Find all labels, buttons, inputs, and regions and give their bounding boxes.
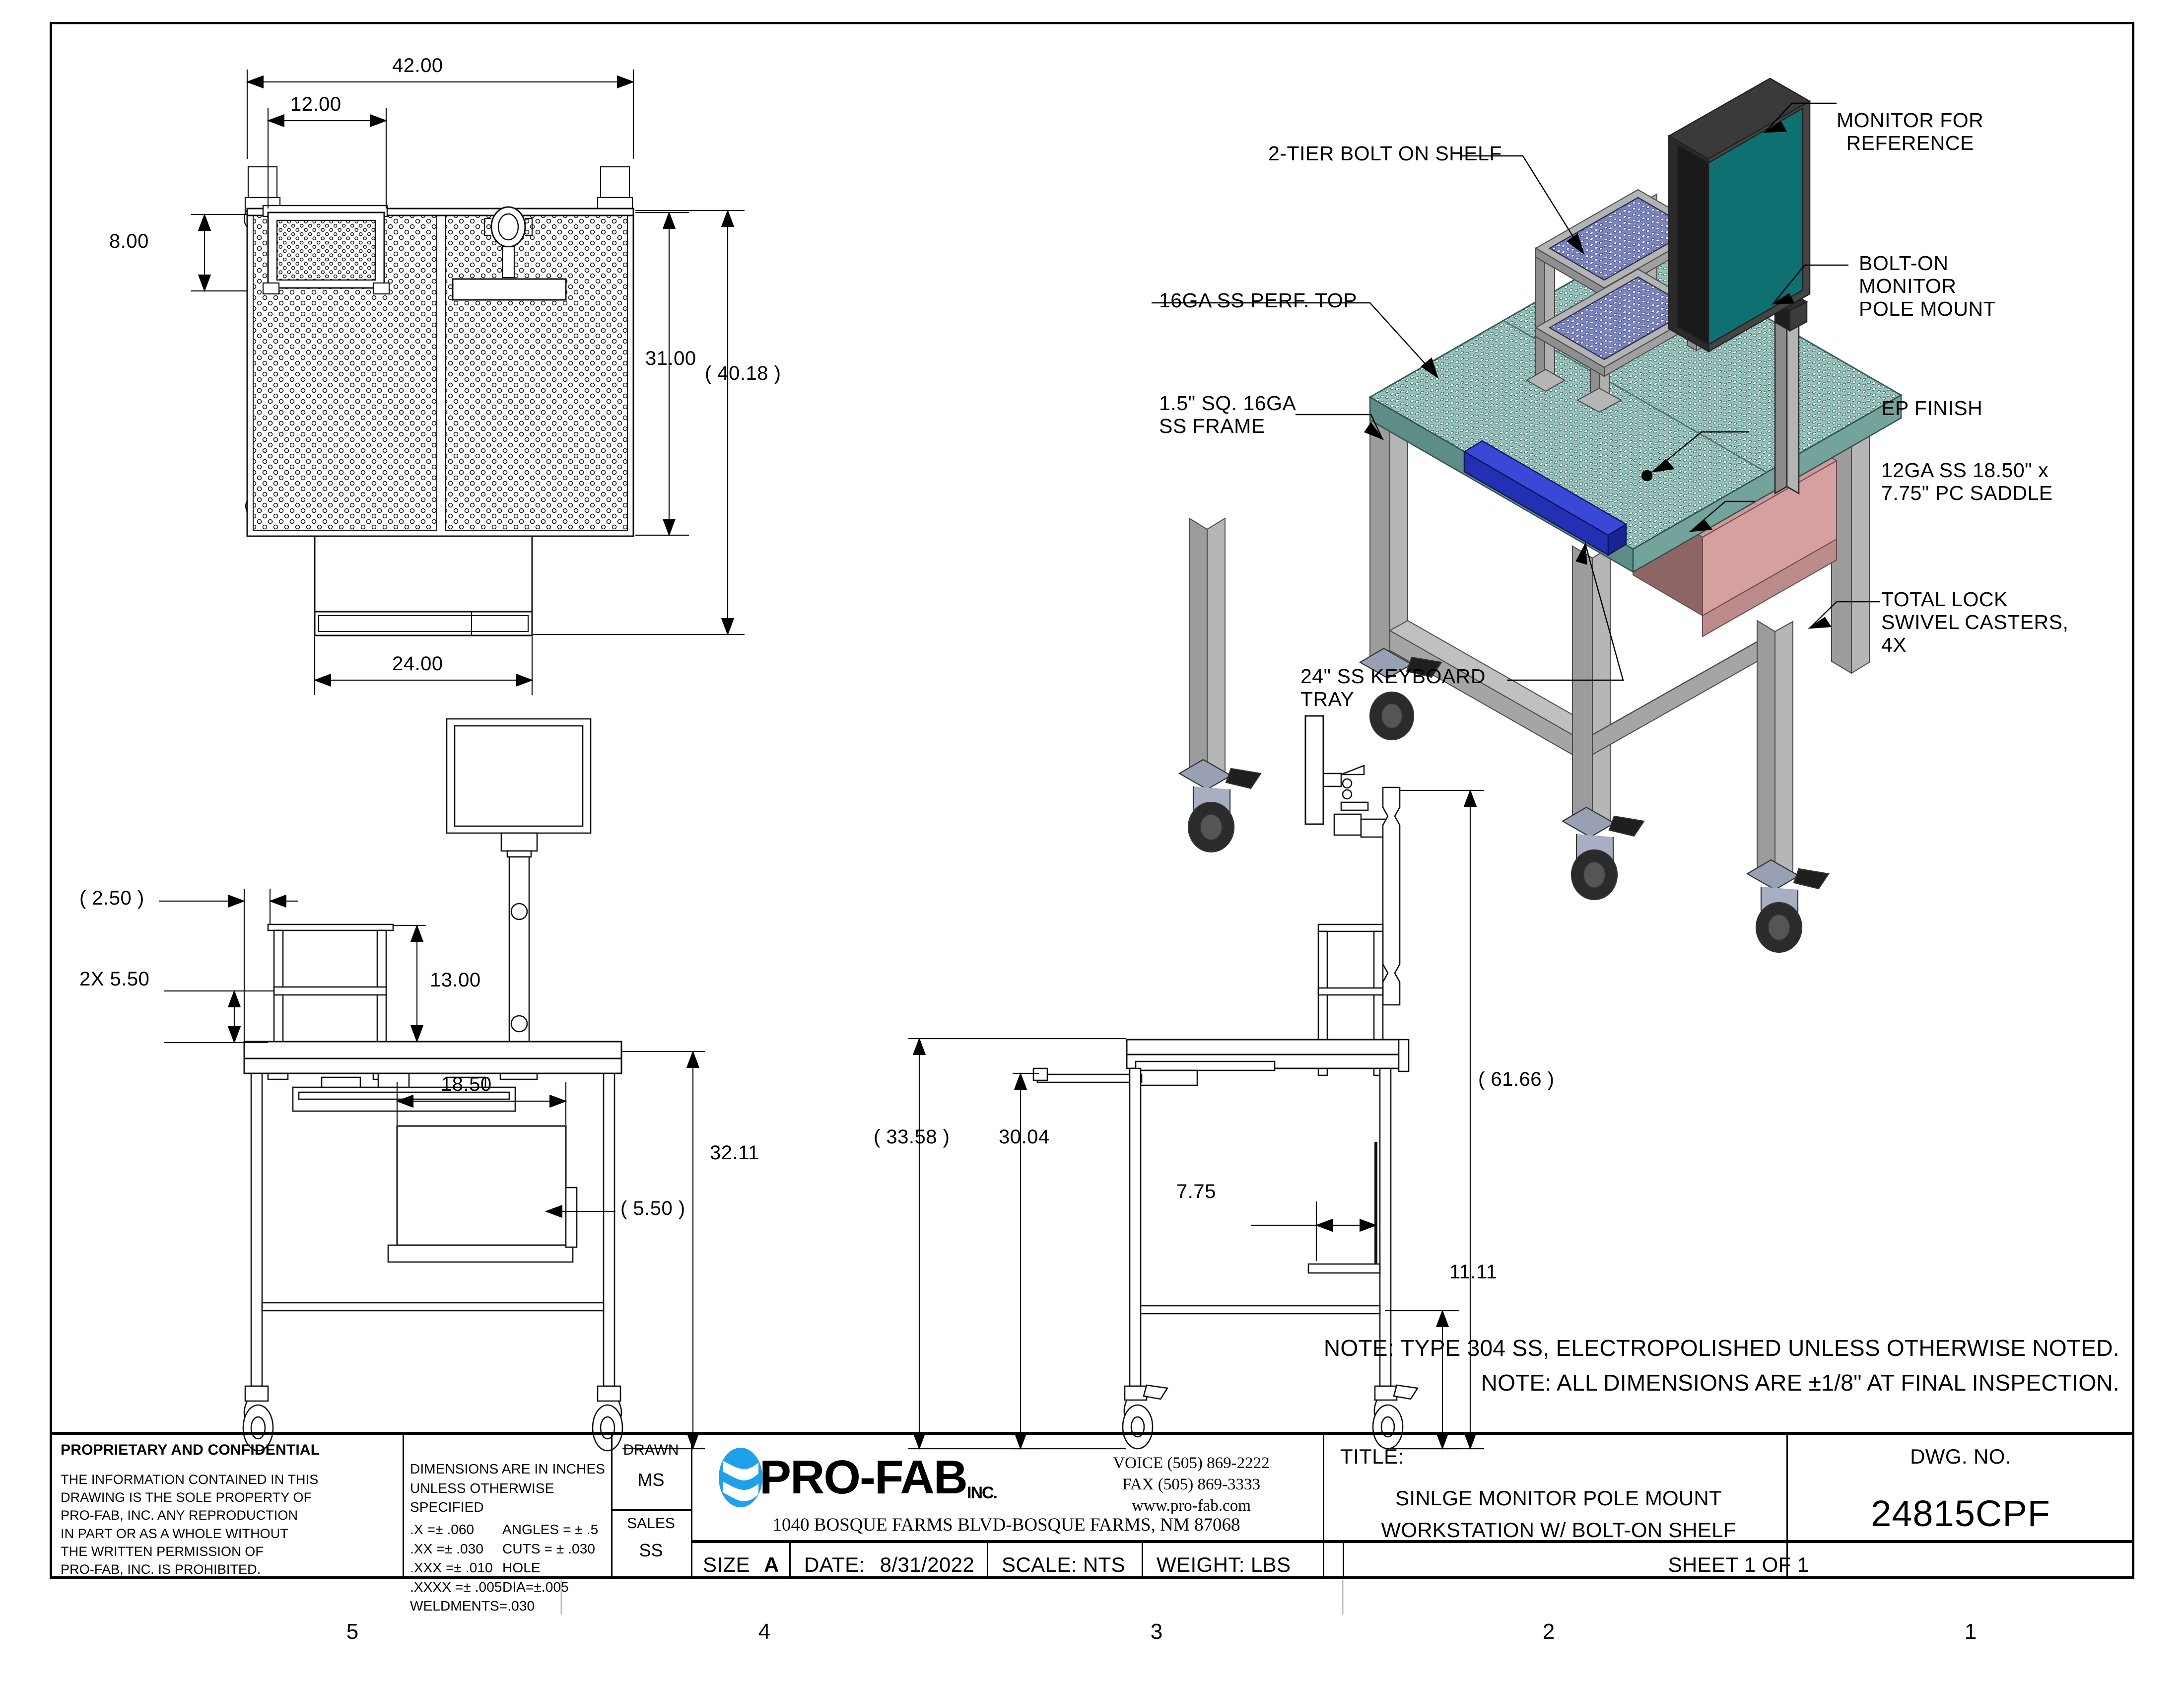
callout-2tier-shelf: 2-TIER BOLT ON SHELF	[1268, 142, 1502, 165]
sales-label: SALES	[627, 1515, 675, 1532]
top-dim-31: 31.00	[645, 348, 696, 369]
tolerance-cell: DIMENSIONS ARE IN INCHES UNLESS OTHERWIS…	[410, 1460, 609, 1616]
callout-casters: TOTAL LOCK SWIVEL CASTERS, 4X	[1881, 588, 2069, 656]
tol-angles: ANGLES = ± .5	[502, 1521, 599, 1537]
tol-xx: .XX =± .030	[410, 1541, 484, 1556]
drawn-label: DRAWN	[623, 1442, 679, 1458]
tol-xxxx: .XXXX =± .005	[410, 1579, 502, 1595]
zone-marker-5: 5	[346, 1619, 359, 1644]
tb-divider-1	[403, 1435, 404, 1579]
tb-drawn-sales-split	[611, 1509, 691, 1511]
date-label: DATE:	[804, 1553, 865, 1576]
side-dim-3004: 30.04	[999, 1126, 1050, 1148]
company-logo-block: PRO-FABINC.	[715, 1446, 998, 1509]
date-cell: DATE: 8/31/2022	[804, 1553, 974, 1577]
title-label: TITLE:	[1340, 1445, 1404, 1468]
proprietary-body: THE INFORMATION CONTAINED IN THIS DRAWIN…	[61, 1472, 319, 1577]
dwg-no-cell: DWG. NO. 24815CPF	[1789, 1445, 2132, 1535]
company-name-text: PRO-FAB	[759, 1451, 968, 1504]
zone-marker-4: 4	[758, 1619, 771, 1644]
callout-pc-saddle: 12GA SS 18.50" x 7.75" PC SADDLE	[1881, 459, 2053, 504]
top-dim-12: 12.00	[290, 93, 341, 115]
dwg-no-value: 24815CPF	[1871, 1493, 2050, 1534]
dwg-no-label: DWG. NO.	[1910, 1445, 2011, 1468]
side-dim-6166-ref: ( 61.66 )	[1478, 1068, 1555, 1090]
top-dim-8: 8.00	[109, 230, 149, 252]
front-dim-3211: 32.11	[710, 1142, 759, 1164]
tb-divider-2	[611, 1435, 613, 1579]
title-line-1: SINLGE MONITOR POLE MOUNT	[1395, 1486, 1722, 1510]
tol-x: .X =± .060	[410, 1521, 475, 1537]
tb-divider-3	[691, 1435, 692, 1579]
callout-ss-frame: 1.5" SQ. 16GA SS FRAME	[1159, 392, 1297, 437]
company-address: 1040 BOSQUE FARMS BLVD-BOSQUE FARMS, NM …	[772, 1515, 1240, 1535]
top-dim-42: 42.00	[392, 55, 443, 76]
tolerance-line-1: DIMENSIONS ARE IN INCHES	[410, 1461, 605, 1477]
title-cell: TITLE: SINLGE MONITOR POLE MOUNT WORKSTA…	[1340, 1445, 1777, 1542]
callout-pole-mount: BOLT-ON MONITOR POLE MOUNT	[1859, 252, 1996, 320]
pro-fab-logo-icon	[715, 1446, 766, 1509]
zone-marker-1: 1	[1964, 1619, 1977, 1644]
tol-weldments: WELDMENTS=.030	[410, 1598, 535, 1614]
proprietary-heading: PROPRIETARY AND CONFIDENTIAL	[61, 1442, 320, 1458]
tb-bb-divider-4	[1343, 1542, 1344, 1579]
company-name: PRO-FABINC.	[759, 1451, 998, 1504]
drawn-cell: DRAWN MS	[611, 1442, 691, 1490]
zone-marker-2: 2	[1542, 1619, 1555, 1644]
contact-voice: VOICE (505) 869-2222	[1113, 1454, 1270, 1472]
side-dim-1111: 11.11	[1449, 1261, 1498, 1283]
tb-bb-divider-1	[789, 1542, 791, 1579]
proprietary-cell: PROPRIETARY AND CONFIDENTIAL THE INFORMA…	[61, 1442, 398, 1578]
tol-cuts: CUTS = ± .030	[502, 1541, 596, 1556]
zone-marker-3: 3	[1150, 1619, 1163, 1644]
sales-cell: SALES SS	[611, 1515, 691, 1561]
tb-bb-divider-3	[1142, 1542, 1143, 1579]
drawn-value: MS	[637, 1470, 665, 1490]
tb-divider-4	[1323, 1435, 1324, 1579]
callout-keyboard-tray: 24" SS KEYBOARD TRAY	[1300, 665, 1486, 710]
sheet-cell: SHEET 1 OF 1	[1668, 1553, 1809, 1576]
top-dim-24: 24.00	[392, 653, 443, 675]
front-dim-2x-550: 2X 5.50	[79, 968, 150, 990]
note-tolerance: NOTE: ALL DIMENSIONS ARE ±1/8" AT FINAL …	[1481, 1370, 2119, 1396]
sales-value: SS	[639, 1540, 663, 1560]
tb-bb-divider-2	[987, 1542, 988, 1579]
date-value: 8/31/2022	[880, 1553, 975, 1576]
scale-cell: SCALE: NTS	[1002, 1553, 1126, 1576]
callout-perf-top: 16GA SS PERF. TOP	[1159, 289, 1357, 312]
contact-fax: FAX (505) 869-3333	[1122, 1475, 1261, 1493]
tolerance-line-2: UNLESS OTHERWISE SPECIFIED	[410, 1480, 554, 1515]
company-suffix: INC.	[967, 1483, 998, 1502]
front-dim-1850: 18.50	[441, 1073, 492, 1095]
size-value: A	[764, 1553, 779, 1576]
note-material: NOTE: TYPE 304 SS, ELECTROPOLISHED UNLES…	[1323, 1335, 2119, 1361]
callout-ep-finish: EP FINISH	[1881, 397, 1983, 420]
contact-web[interactable]: www.pro-fab.com	[1132, 1496, 1251, 1515]
title-line-2: WORKSTATION W/ BOLT-ON SHELF	[1381, 1518, 1736, 1542]
tol-xxx: .XXX =± .010	[410, 1560, 493, 1576]
weight-cell: WEIGHT: LBS	[1157, 1553, 1291, 1576]
tol-hole-dia: HOLE DIA=±.005	[502, 1560, 569, 1595]
tb-bottom-separator	[691, 1540, 2134, 1543]
front-dim-250-ref: ( 2.50 )	[79, 887, 144, 909]
front-dim-550-ref: ( 5.50 )	[620, 1197, 685, 1219]
top-dim-40-ref: ( 40.18 )	[705, 362, 781, 384]
front-dim-1300: 13.00	[430, 969, 481, 991]
side-dim-775: 7.75	[1176, 1181, 1216, 1202]
drawing-border	[50, 22, 2134, 1579]
title-block: PROPRIETARY AND CONFIDENTIAL THE INFORMA…	[50, 1432, 2134, 1614]
company-contact: VOICE (505) 869-2222 FAX (505) 869-3333 …	[1087, 1453, 1296, 1517]
callout-monitor-reference: MONITOR FOR REFERENCE	[1837, 109, 1984, 154]
side-dim-3358-ref: ( 33.58 )	[874, 1126, 950, 1148]
size-cell: SIZE A	[703, 1553, 779, 1577]
tb-divider-5	[1786, 1435, 1788, 1579]
size-label: SIZE	[703, 1553, 750, 1576]
